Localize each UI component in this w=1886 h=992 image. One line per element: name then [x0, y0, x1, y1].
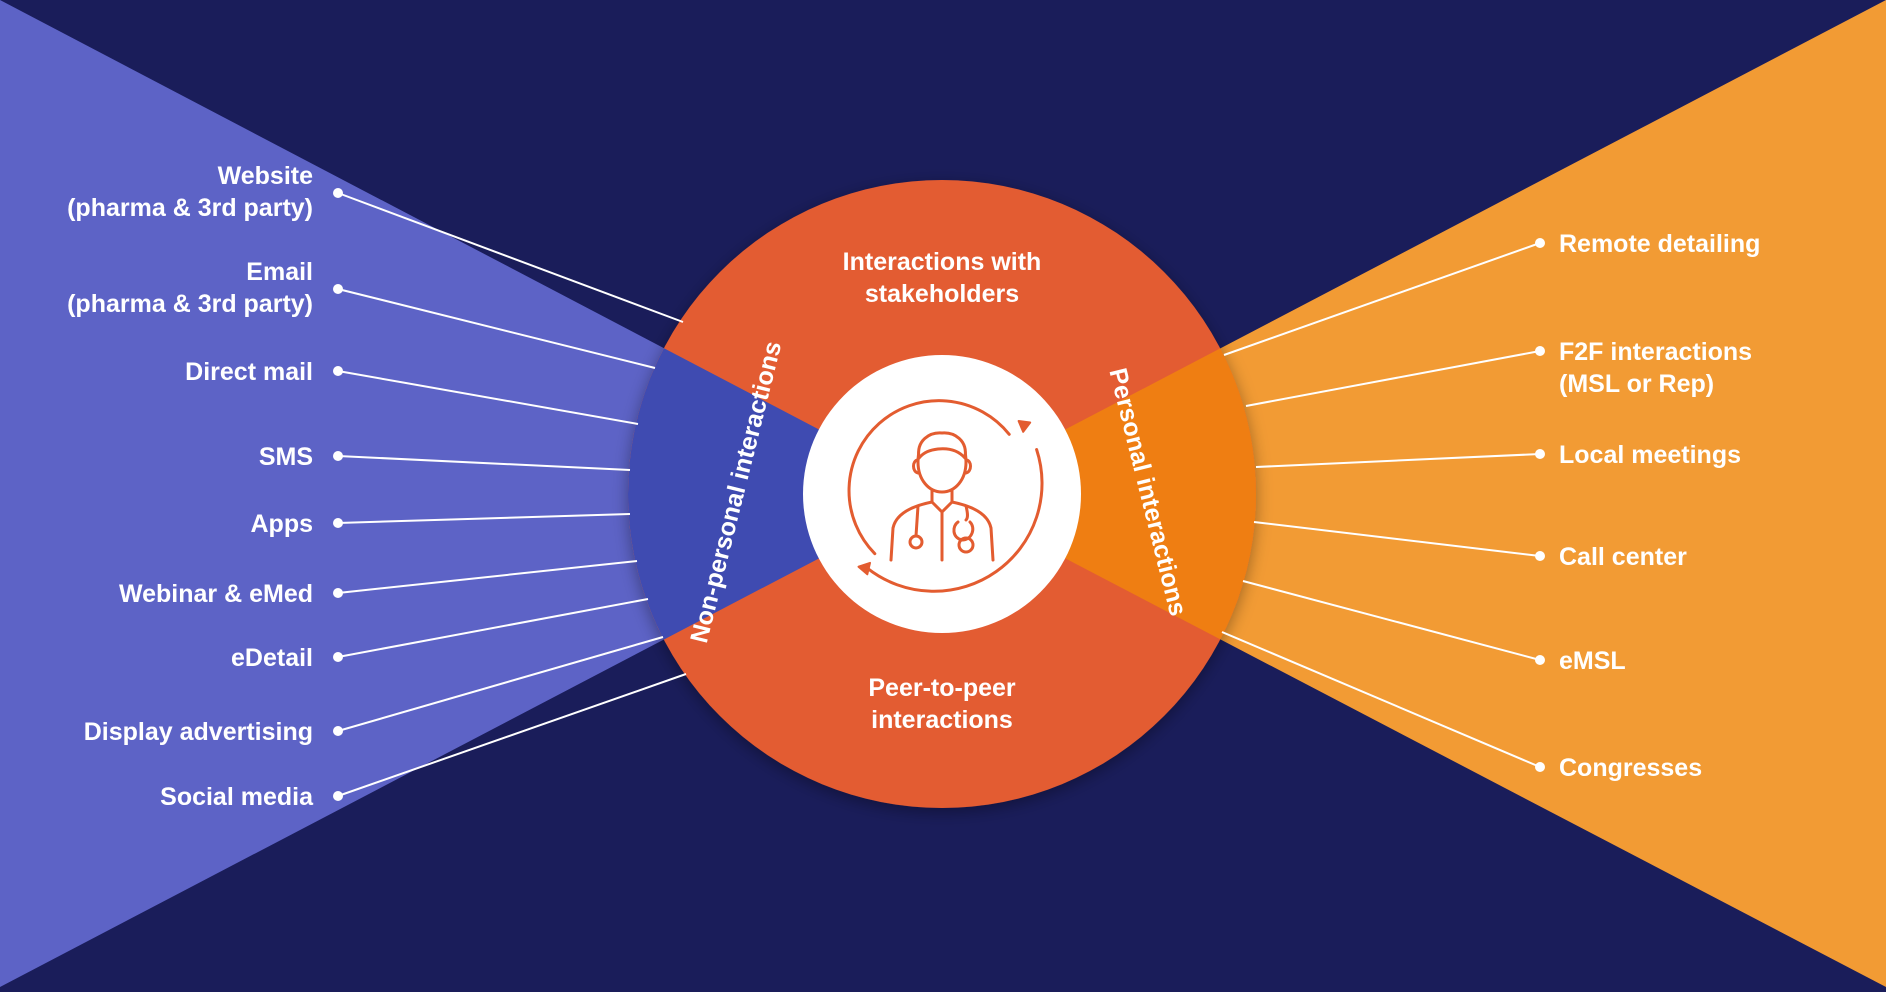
- personal-fan: [942, 0, 1886, 987]
- right-connector-local-meetings: [1255, 453, 1541, 468]
- right-connector-remote-detailing: [1223, 242, 1541, 356]
- left-channel-webinar-emed: Webinar & eMed: [119, 580, 313, 608]
- right-channel-call-center: Call center: [1559, 543, 1687, 571]
- right-channel-congresses: Congresses: [1559, 754, 1702, 782]
- left-channel-email-line-1: Email: [246, 258, 313, 286]
- ring-bottom-label-line-1: Peer-to-peer: [868, 674, 1016, 702]
- left-connector-dot-sms: [333, 451, 343, 461]
- ring-top-label-line-1: Interactions with: [843, 248, 1042, 276]
- left-channel-sms: SMS: [259, 443, 313, 471]
- connector-lines: [333, 188, 1545, 801]
- left-connector-dot-direct-mail: [333, 366, 343, 376]
- right-channel-f2f-interactions-line-1: F2F interactions: [1559, 338, 1752, 366]
- left-channel-apps: Apps: [251, 510, 314, 538]
- left-connector-dot-website: [333, 188, 343, 198]
- right-connector-dot-congresses: [1535, 762, 1545, 772]
- left-channel-email-line-2: (pharma & 3rd party): [67, 290, 313, 318]
- left-channel-direct-mail: Direct mail: [185, 358, 313, 386]
- right-channel-f2f-interactions-line-2: (MSL or Rep): [1559, 370, 1714, 398]
- center-circle: [803, 355, 1081, 633]
- left-connector-website: [337, 192, 684, 323]
- right-connector-dot-emsl: [1535, 655, 1545, 665]
- right-connector-dot-call-center: [1535, 551, 1545, 561]
- ring-top-label-line-2: stakeholders: [865, 280, 1019, 308]
- non-personal-channel-list: Website (pharma & 3rd party) Email (pharma …: [67, 162, 314, 811]
- left-connector-social-media: [337, 673, 687, 797]
- circular-arrows-icon: [847, 399, 1044, 593]
- left-connector-edetail: [337, 598, 649, 658]
- right-connector-dot-local-meetings: [1535, 449, 1545, 459]
- left-channel-website-line-2: (pharma & 3rd party): [67, 194, 313, 222]
- left-connector-direct-mail: [337, 370, 639, 425]
- left-connector-dot-social-media: [333, 791, 343, 801]
- right-connector-dot-f2f-interactions: [1535, 346, 1545, 356]
- left-channel-display-advertising: Display advertising: [84, 718, 313, 746]
- right-connector-congresses: [1221, 631, 1541, 768]
- left-connector-dot-edetail: [333, 652, 343, 662]
- right-channel-remote-detailing: Remote detailing: [1559, 230, 1760, 258]
- left-connector-dot-apps: [333, 518, 343, 528]
- left-connector-dot-email: [333, 284, 343, 294]
- right-connector-emsl: [1242, 580, 1541, 661]
- left-connector-apps: [337, 513, 631, 524]
- left-connector-display-advertising: [337, 636, 664, 732]
- ring-bottom-label-line-2: interactions: [871, 706, 1013, 734]
- left-connector-webinar-emed: [337, 560, 638, 594]
- doctor-stethoscope-icon: [889, 431, 995, 562]
- left-connector-email: [337, 288, 656, 369]
- left-channel-website-line-1: Website: [218, 162, 313, 190]
- left-connector-dot-display-advertising: [333, 726, 343, 736]
- right-channel-emsl: eMSL: [1559, 647, 1626, 675]
- right-channel-local-meetings: Local meetings: [1559, 441, 1741, 469]
- left-connector-sms: [337, 455, 631, 471]
- left-connector-dot-webinar-emed: [333, 588, 343, 598]
- left-channel-social-media: Social media: [160, 783, 314, 811]
- right-connector-f2f-interactions: [1245, 350, 1541, 407]
- left-channel-edetail: eDetail: [231, 644, 313, 672]
- right-connector-call-center: [1253, 521, 1541, 557]
- right-connector-dot-remote-detailing: [1535, 238, 1545, 248]
- non-personal-fan: [0, 0, 942, 987]
